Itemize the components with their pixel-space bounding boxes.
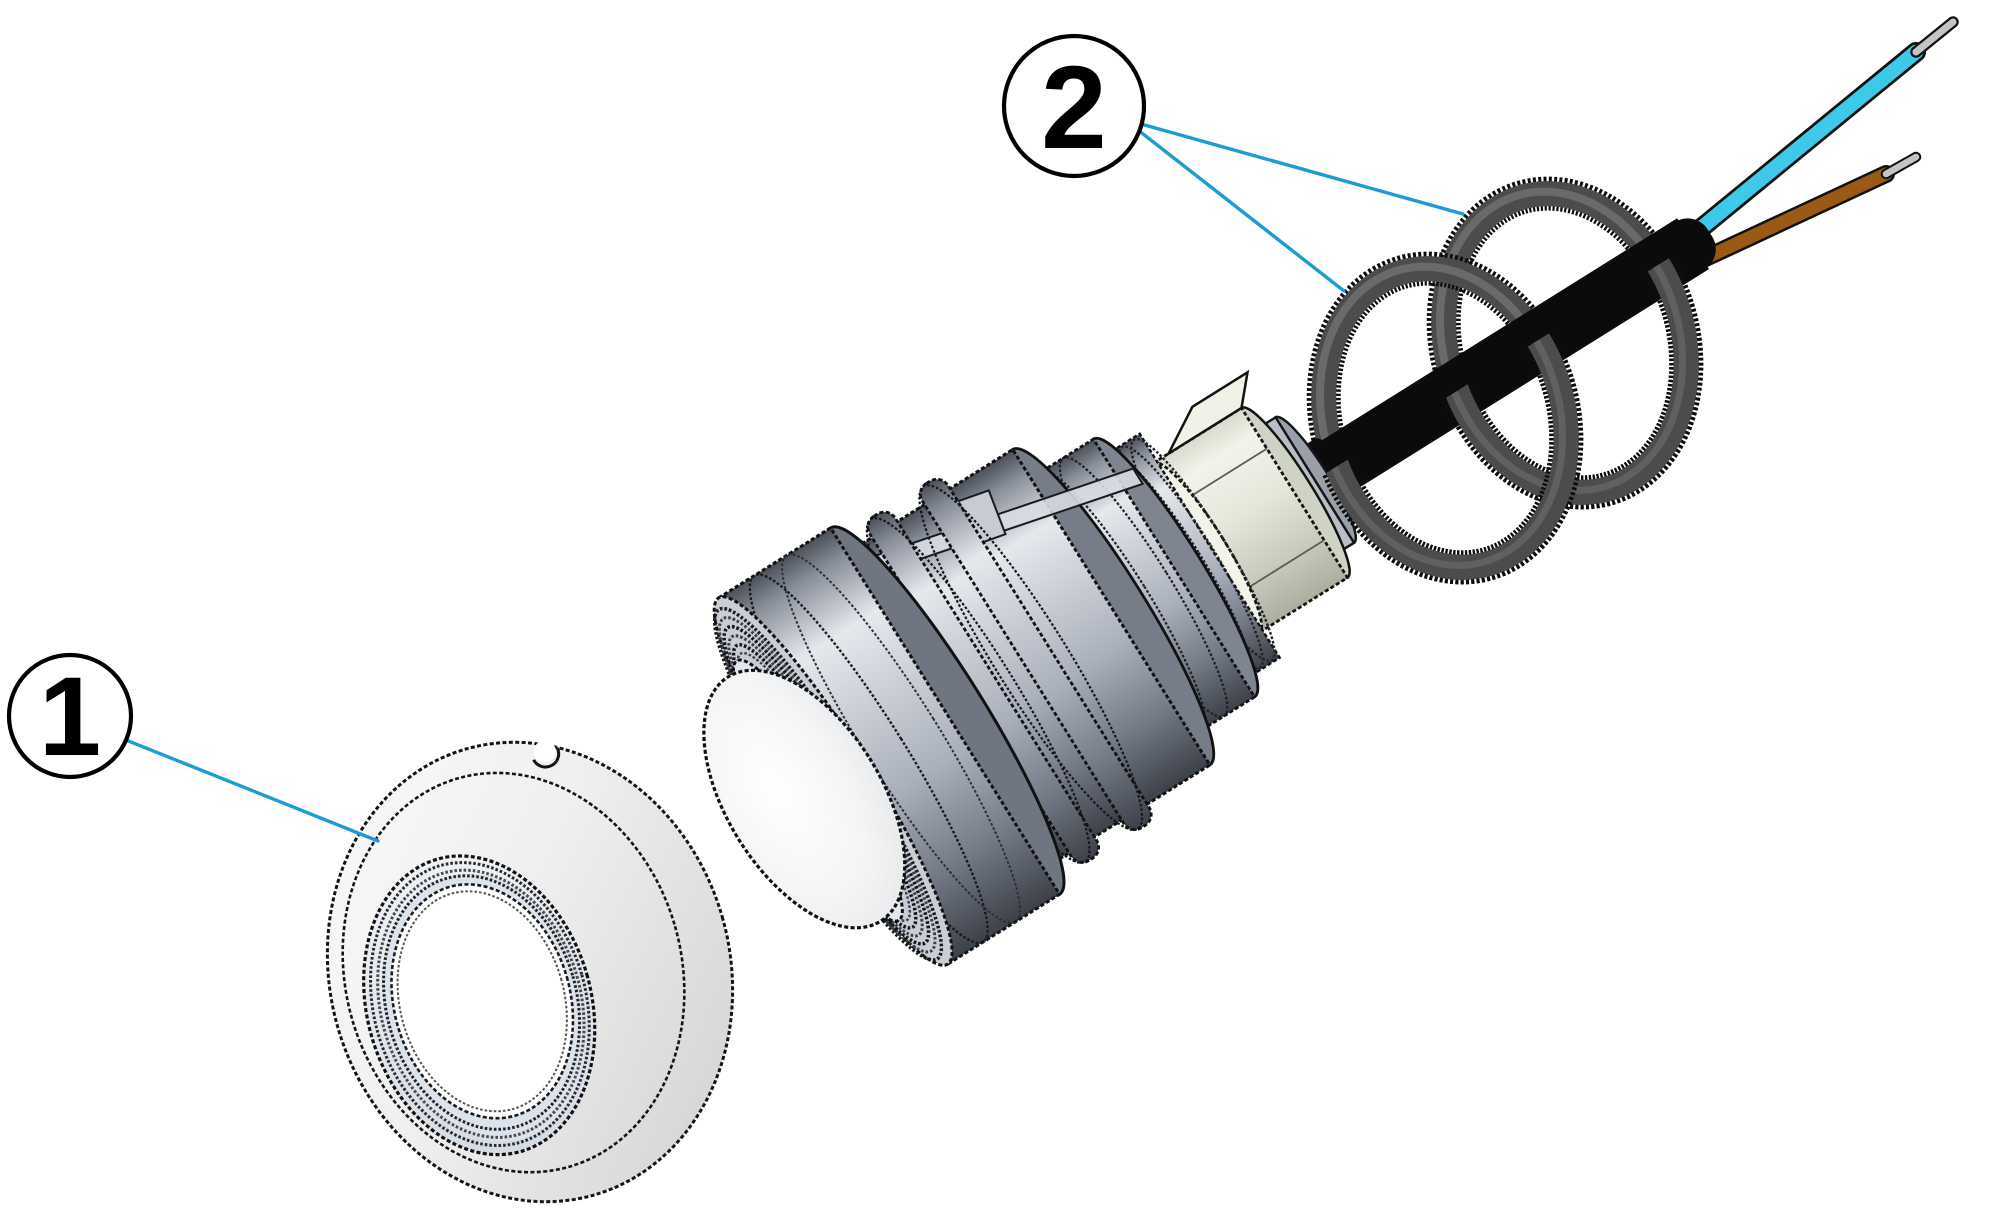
leader-line-1 bbox=[124, 738, 380, 843]
trim-ring-through-hole bbox=[390, 883, 575, 1120]
callouts: 1 2 bbox=[6, 33, 1465, 843]
cable bbox=[1287, 218, 1709, 513]
collar-groove-1 bbox=[748, 573, 989, 945]
leader-line-2b bbox=[1136, 128, 1346, 293]
trim-ring bbox=[325, 740, 735, 1204]
lens bbox=[702, 668, 907, 930]
lamp-body bbox=[702, 218, 1716, 967]
wire-blue bbox=[1664, 44, 1924, 260]
balloon-1-number: 1 bbox=[39, 654, 101, 779]
hex-nut-top-facet bbox=[1165, 369, 1250, 457]
balloon-2-number: 2 bbox=[1041, 42, 1107, 174]
front-thread-6 bbox=[736, 651, 912, 922]
balloon-2 bbox=[1001, 33, 1147, 179]
trim-ring-notch bbox=[532, 747, 561, 769]
collar-groove-2 bbox=[781, 553, 1021, 924]
wire-brown-bare-tip bbox=[1882, 153, 1920, 178]
wires bbox=[1662, 16, 1959, 277]
cable-end-cap bbox=[1658, 218, 1716, 277]
rib-2-edge bbox=[918, 484, 1144, 832]
wire-brown bbox=[1677, 167, 1893, 275]
wire-blue-bare-tip bbox=[1912, 18, 1957, 56]
balloon-1 bbox=[6, 652, 134, 780]
trim-ring-inner-lip bbox=[396, 890, 568, 1113]
trim-ring-notch-cut bbox=[533, 740, 556, 763]
leader-line-2a bbox=[1139, 122, 1465, 216]
rib-2 bbox=[919, 477, 1153, 831]
rib-1 bbox=[866, 510, 1101, 864]
